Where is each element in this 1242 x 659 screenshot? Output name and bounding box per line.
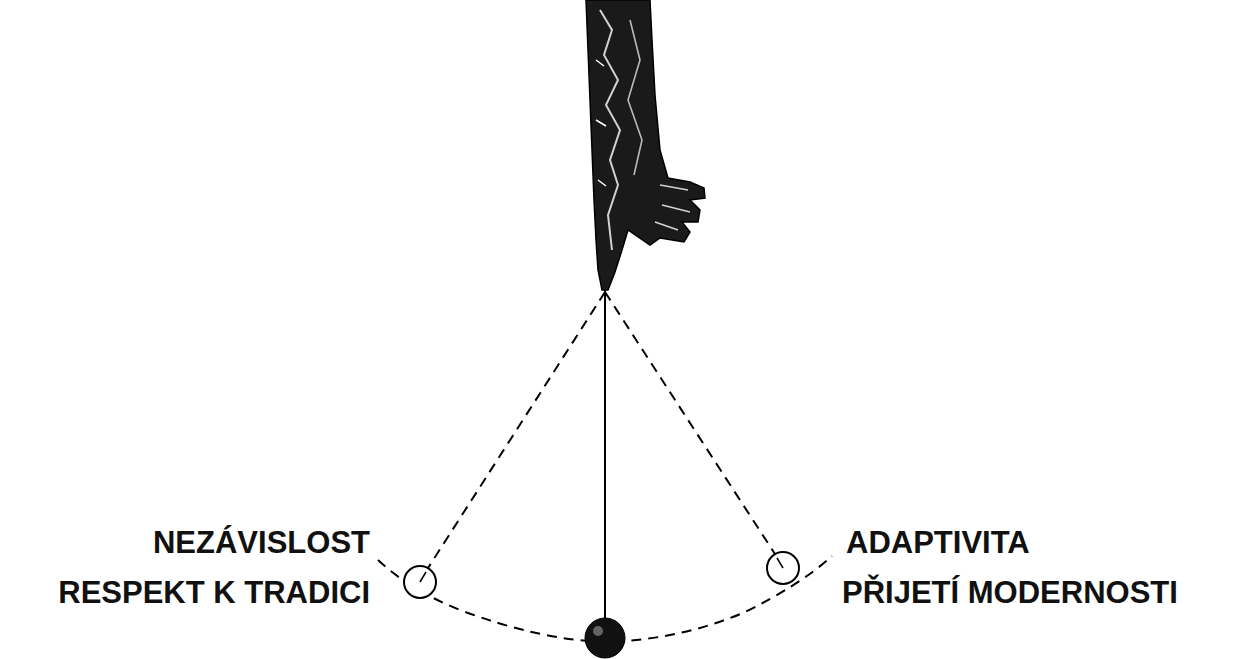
side-label: RESPEKT K TRADICI [58, 577, 370, 608]
side-label: NEZÁVISLOST [153, 527, 370, 558]
extreme-position [767, 552, 799, 584]
hand-illustration [586, 0, 705, 290]
side-label: ADAPTIVITA [846, 527, 1030, 558]
pendulum-bob [585, 618, 625, 658]
position-tick [420, 572, 426, 582]
extreme-position [404, 566, 436, 598]
pendulum-string [604, 290, 606, 628]
position-tick [777, 558, 783, 568]
swing-line [605, 292, 775, 554]
side-label: PŘIJETÍ MODERNOSTI [842, 577, 1178, 608]
swing-line [428, 292, 605, 568]
